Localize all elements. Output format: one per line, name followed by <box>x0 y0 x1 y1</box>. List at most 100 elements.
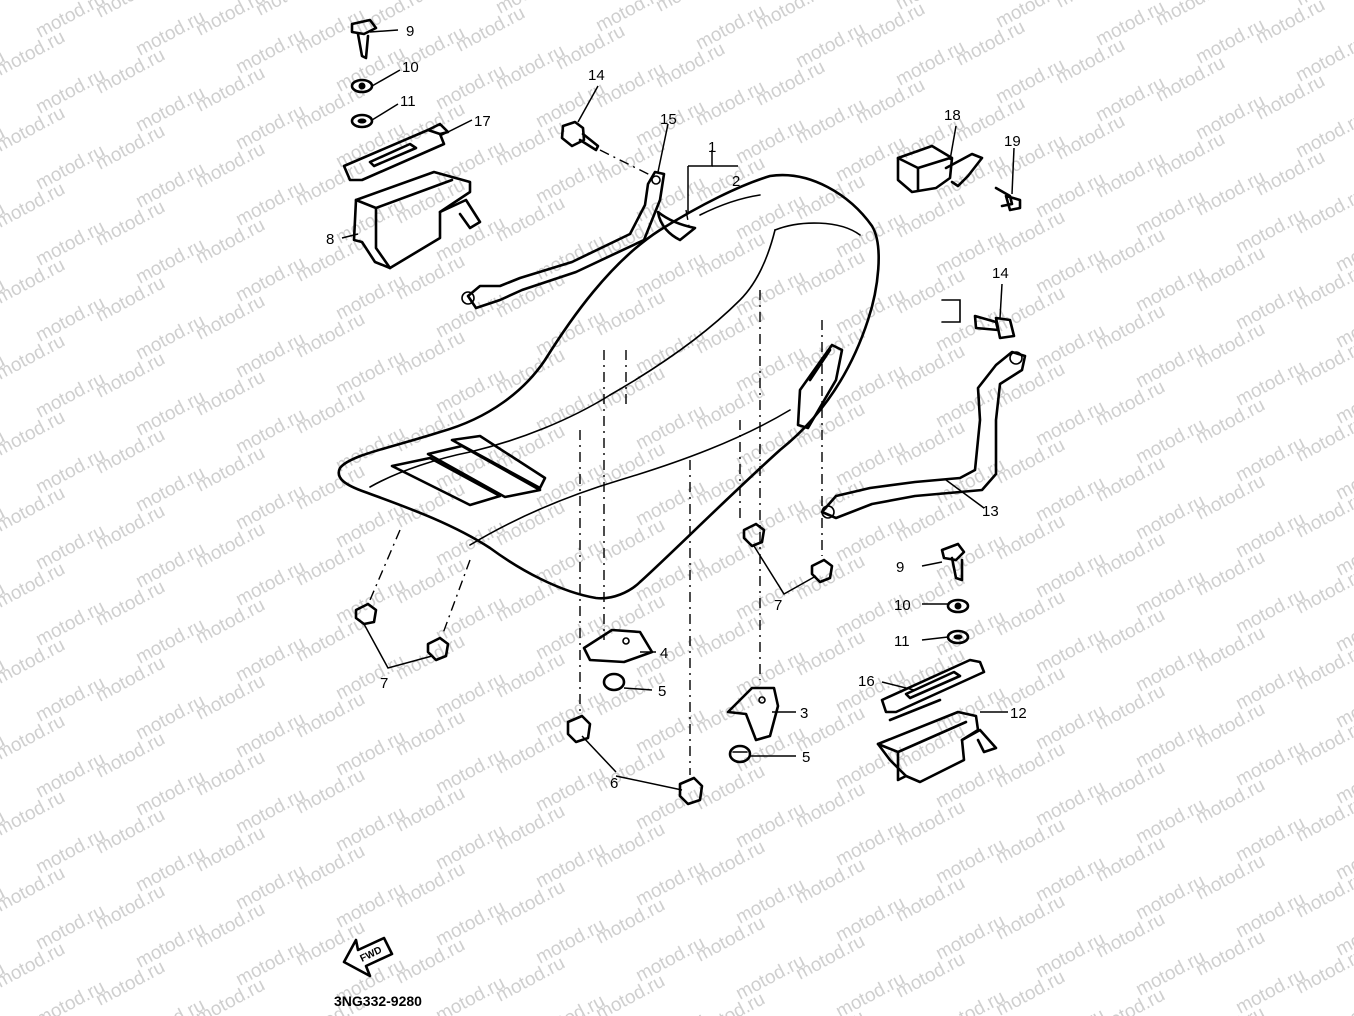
watermark-text: motod.ru <box>952 17 1028 71</box>
watermark-text: motod.ru <box>92 577 168 631</box>
watermark-text: motod.ru <box>992 359 1068 413</box>
washer-10-right <box>946 598 970 614</box>
watermark-text: motod.ru <box>692 761 768 815</box>
callout-19: 19 <box>1004 133 1021 150</box>
watermark-text: motod.ru <box>652 39 728 93</box>
callout-10-top: 10 <box>402 59 419 76</box>
watermark-text: motod.ru <box>692 913 768 967</box>
watermark-text: motod.ru <box>92 653 168 707</box>
watermark-text: motod.ru <box>1092 529 1168 583</box>
callout-14-left: 14 <box>588 67 605 84</box>
watermark-text: motod.ru <box>292 765 368 819</box>
seat-lock-8 <box>352 170 482 270</box>
watermark-text: motod.ru <box>152 0 228 2</box>
seat-assembly <box>337 173 880 600</box>
watermark-text: motod.ru <box>832 969 908 1016</box>
watermark-text: motod.ru <box>992 435 1068 489</box>
watermark-text: motod.ru <box>992 891 1068 945</box>
watermark-text: motod.ru <box>1332 983 1354 1016</box>
watermark-text: motod.ru <box>92 197 168 251</box>
callout-10-right: 10 <box>894 597 911 614</box>
watermark-text: motod.ru <box>1152 129 1228 183</box>
watermark-text: motod.ru <box>892 265 968 319</box>
watermark-text: motod.ru <box>492 801 568 855</box>
watermark-text: motod.ru <box>292 613 368 667</box>
watermark-text: motod.ru <box>632 1009 708 1016</box>
watermark-text: motod.ru <box>92 805 168 859</box>
watermark-text: motod.ru <box>1192 167 1268 221</box>
watermark-text: motod.ru <box>1192 319 1268 373</box>
watermark-text: motod.ru <box>92 957 168 1011</box>
watermark-text: motod.ru <box>852 0 928 52</box>
watermark-text: motod.ru <box>1192 775 1268 829</box>
watermark-text: motod.ru <box>1252 0 1328 48</box>
watermark-text: motod.ru <box>0 787 69 841</box>
callout-13: 13 <box>982 503 999 520</box>
watermark-text: motod.ru <box>892 569 968 623</box>
watermark-text: motod.ru <box>392 783 468 837</box>
callout-9-right: 9 <box>896 559 904 576</box>
callout-7-left: 7 <box>380 675 388 692</box>
watermark-text: motod.ru <box>1092 301 1168 355</box>
watermark-text: motod.ru <box>92 349 168 403</box>
screw-9-right <box>940 542 966 582</box>
plate-16 <box>880 658 986 714</box>
watermark-text: motod.ru <box>192 139 268 193</box>
damper-7-c <box>742 522 766 548</box>
watermark-text: motod.ru <box>292 309 368 363</box>
watermark-text: motod.ru <box>1192 395 1268 449</box>
watermark-text: motod.ru <box>292 689 368 743</box>
watermark-text: motod.ru <box>392 555 468 609</box>
watermark-text: motod.ru <box>692 381 768 435</box>
nut-5-left <box>602 672 626 692</box>
watermark-text: motod.ru <box>592 211 668 265</box>
watermark-text: motod.ru <box>0 559 69 613</box>
watermark-text: motod.ru <box>852 75 928 129</box>
watermark-text: motod.ru <box>192 899 268 953</box>
watermark-text: motod.ru <box>992 815 1068 869</box>
watermark-text: motod.ru <box>992 967 1068 1016</box>
watermark-text: motod.ru <box>1052 35 1128 89</box>
watermark-text: motod.ru <box>592 819 668 873</box>
watermark-text: motod.ru <box>492 953 568 1007</box>
watermark-text: motod.ru <box>692 229 768 283</box>
watermark-text: motod.ru <box>692 533 768 587</box>
watermark-text: motod.ru <box>1092 757 1168 811</box>
watermark-text: motod.ru <box>1192 623 1268 677</box>
watermark-text: motod.ru <box>1192 1003 1268 1016</box>
washer-11-top <box>350 113 374 129</box>
watermark-text: motod.ru <box>1092 605 1168 659</box>
watermark-text: motod.ru <box>1292 109 1354 163</box>
watermark-text: motod.ru <box>752 57 828 111</box>
watermark-text: motod.ru <box>0 483 69 537</box>
bolt-14-right <box>941 299 1016 340</box>
watermark-text: motod.ru <box>592 287 668 341</box>
drawing-code: 3NG332-9280 <box>334 993 422 1009</box>
watermark-text: motod.ru <box>0 863 69 917</box>
watermark-text: motod.ru <box>0 0 69 4</box>
watermark-text: motod.ru <box>492 573 568 627</box>
watermark-text: motod.ru <box>792 95 868 149</box>
watermark-text: motod.ru <box>192 63 268 117</box>
watermark-text: motod.ru <box>0 27 69 81</box>
watermark-text: motod.ru <box>892 341 968 395</box>
seat-lock-12 <box>876 698 998 784</box>
screw-19 <box>994 186 1022 212</box>
watermark-text: motod.ru <box>92 881 168 935</box>
watermark-text: motod.ru <box>492 41 568 95</box>
watermark-text: motod.ru <box>1152 53 1228 107</box>
watermark-text: motod.ru <box>892 189 968 243</box>
watermark-text: motod.ru <box>492 193 568 247</box>
watermark-text: motod.ru <box>1092 225 1168 279</box>
watermark-text: motod.ru <box>492 345 568 399</box>
watermark-text: motod.ru <box>1052 111 1128 165</box>
callout-14-right: 14 <box>992 265 1009 282</box>
watermark-text: motod.ru <box>692 457 768 511</box>
watermark-text: motod.ru <box>1092 681 1168 735</box>
watermark-text: motod.ru <box>992 283 1068 337</box>
watermark-text: motod.ru <box>592 743 668 797</box>
watermark-text: motod.ru <box>792 931 868 985</box>
watermark-text: motod.ru <box>0 179 69 233</box>
watermark-text: motod.ru <box>892 417 968 471</box>
